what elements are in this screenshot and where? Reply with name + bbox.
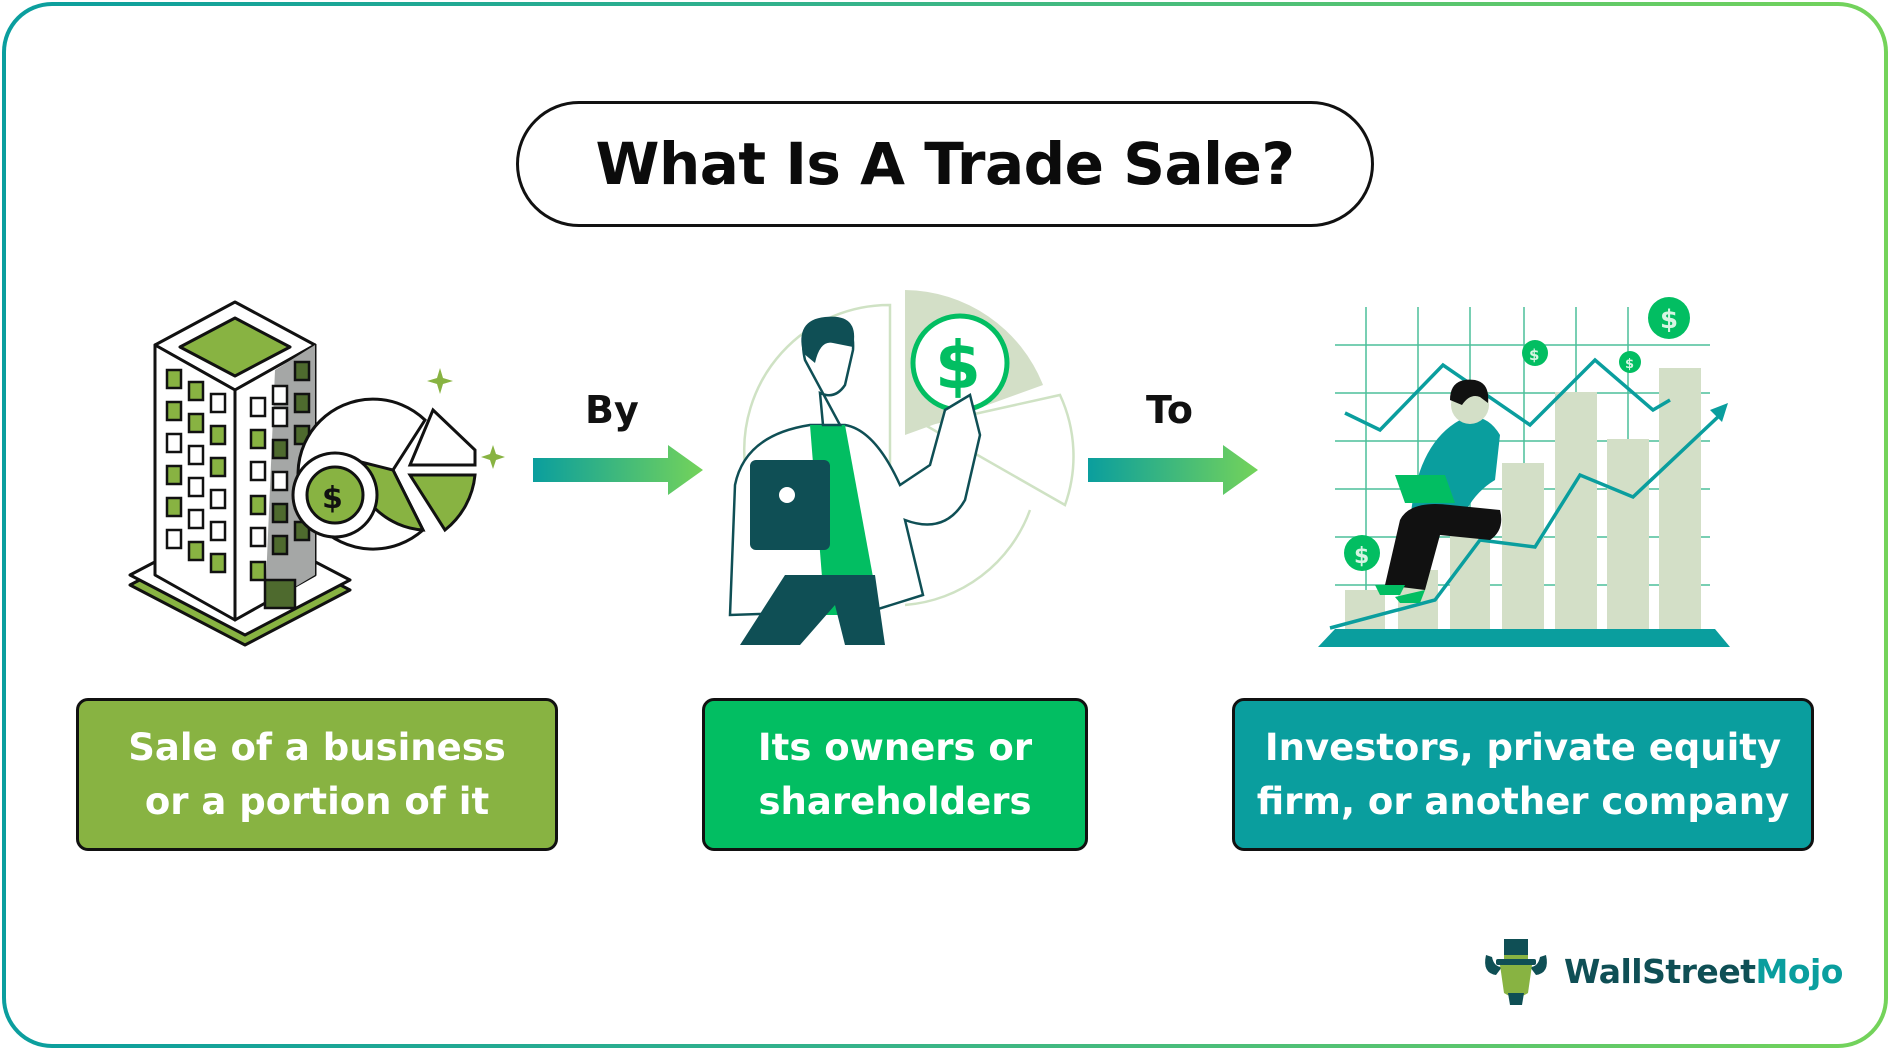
brand-name: WallStreetMojo bbox=[1564, 951, 1843, 991]
svg-text:$: $ bbox=[1529, 346, 1539, 364]
step-3-description-box: Investors, private equity firm, or anoth… bbox=[1232, 698, 1814, 851]
svg-text:$: $ bbox=[322, 481, 343, 516]
bull-with-top-hat-logo-icon bbox=[1485, 939, 1547, 1005]
connector-to-label: To bbox=[1146, 388, 1193, 432]
office-building-with-pie-chart-icon: $ bbox=[128, 300, 505, 647]
arrow-right-icon bbox=[533, 445, 703, 495]
svg-text:$: $ bbox=[935, 327, 981, 404]
step-2-text: Its owners or shareholders bbox=[757, 725, 1033, 823]
title-pill: What Is A Trade Sale? bbox=[516, 101, 1374, 227]
connector-by-label: By bbox=[585, 388, 639, 432]
wallstreetmojo-logo: WallStreetMojo bbox=[1480, 935, 1843, 1007]
person-on-growth-bar-chart-icon: $ $ $ $ bbox=[1318, 297, 1730, 647]
svg-text:$: $ bbox=[1660, 305, 1678, 335]
step-2-description-box: Its owners or shareholders bbox=[702, 698, 1088, 851]
step-3-text: Investors, private equity firm, or anoth… bbox=[1256, 725, 1790, 823]
svg-text:$: $ bbox=[1625, 357, 1634, 372]
arrow-right-icon bbox=[1088, 445, 1258, 495]
person-holding-dollar-coin-icon: $ bbox=[728, 290, 1075, 645]
page-title: What Is A Trade Sale? bbox=[595, 130, 1295, 198]
step-1-description-box: Sale of a business or a portion of it bbox=[76, 698, 558, 851]
step-1-text: Sale of a business or a portion of it bbox=[128, 725, 506, 823]
svg-text:$: $ bbox=[1354, 544, 1369, 569]
